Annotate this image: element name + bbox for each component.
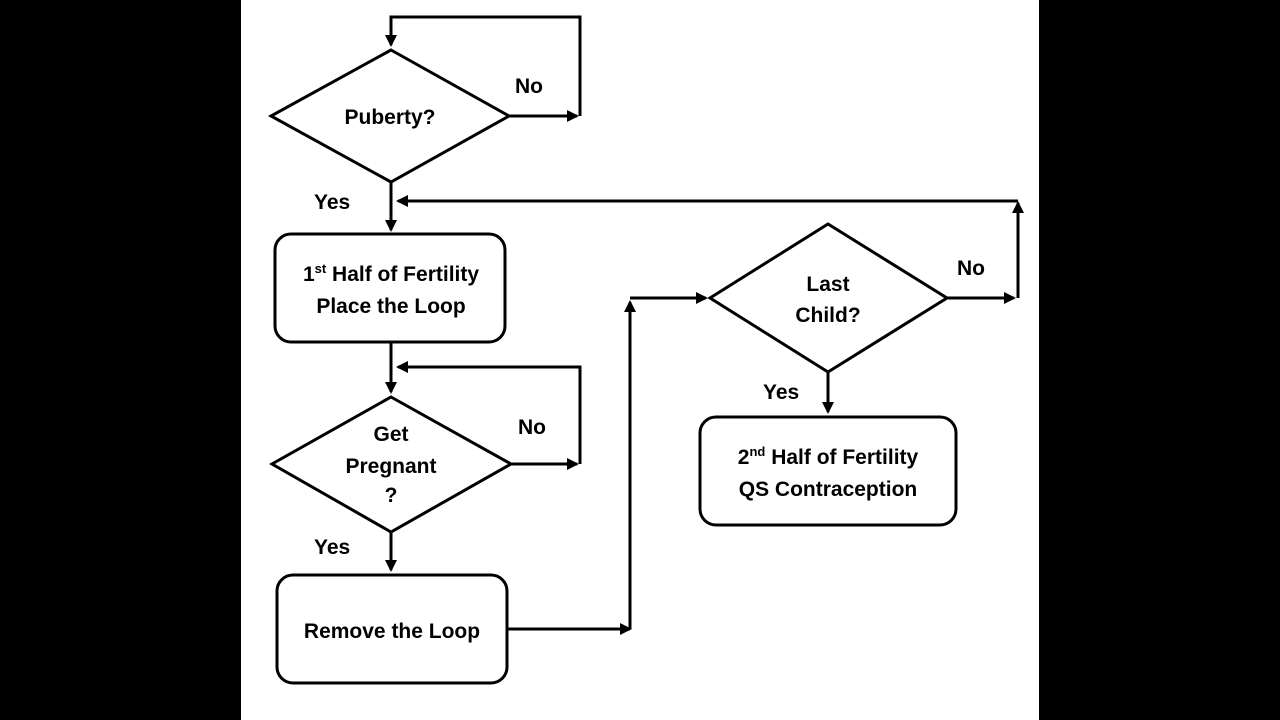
last-child-no-label: No <box>957 257 985 280</box>
pregnant-no-label: No <box>518 416 546 439</box>
remove-loop-label: Remove the Loop <box>304 620 480 643</box>
flowchart: Puberty? No Yes 1st Half of Fertility Pl… <box>267 15 1024 685</box>
second-half-line2: QS Contraception <box>739 478 918 501</box>
flowchart-canvas: Puberty? No Yes 1st Half of Fertility Pl… <box>241 0 1039 720</box>
last-child-line2: Child? <box>795 304 860 327</box>
pregnant-no-return <box>396 361 582 464</box>
second-half-line1: 2nd Half of Fertility <box>738 444 919 469</box>
get-pregnant-line2: Pregnant <box>345 455 436 478</box>
get-pregnant-line3: ? <box>385 484 398 507</box>
puberty-no-label: No <box>515 75 543 98</box>
first-half-line2: Place the Loop <box>316 295 465 318</box>
second-half-fertility-box <box>698 415 958 527</box>
right-letterbox <box>1039 0 1280 720</box>
left-letterbox <box>0 0 241 720</box>
last-child-line1: Last <box>806 273 849 296</box>
puberty-yes-label: Yes <box>314 191 350 214</box>
puberty-no-return <box>385 15 582 116</box>
puberty-label: Puberty? <box>344 106 435 129</box>
pregnant-yes-label: Yes <box>314 536 350 559</box>
first-half-fertility-box <box>273 232 507 344</box>
first-half-line1: 1st Half of Fertility <box>303 261 479 286</box>
last-child-yes-label: Yes <box>763 381 799 404</box>
last-child-decision <box>707 222 950 374</box>
get-pregnant-line1: Get <box>373 423 408 446</box>
